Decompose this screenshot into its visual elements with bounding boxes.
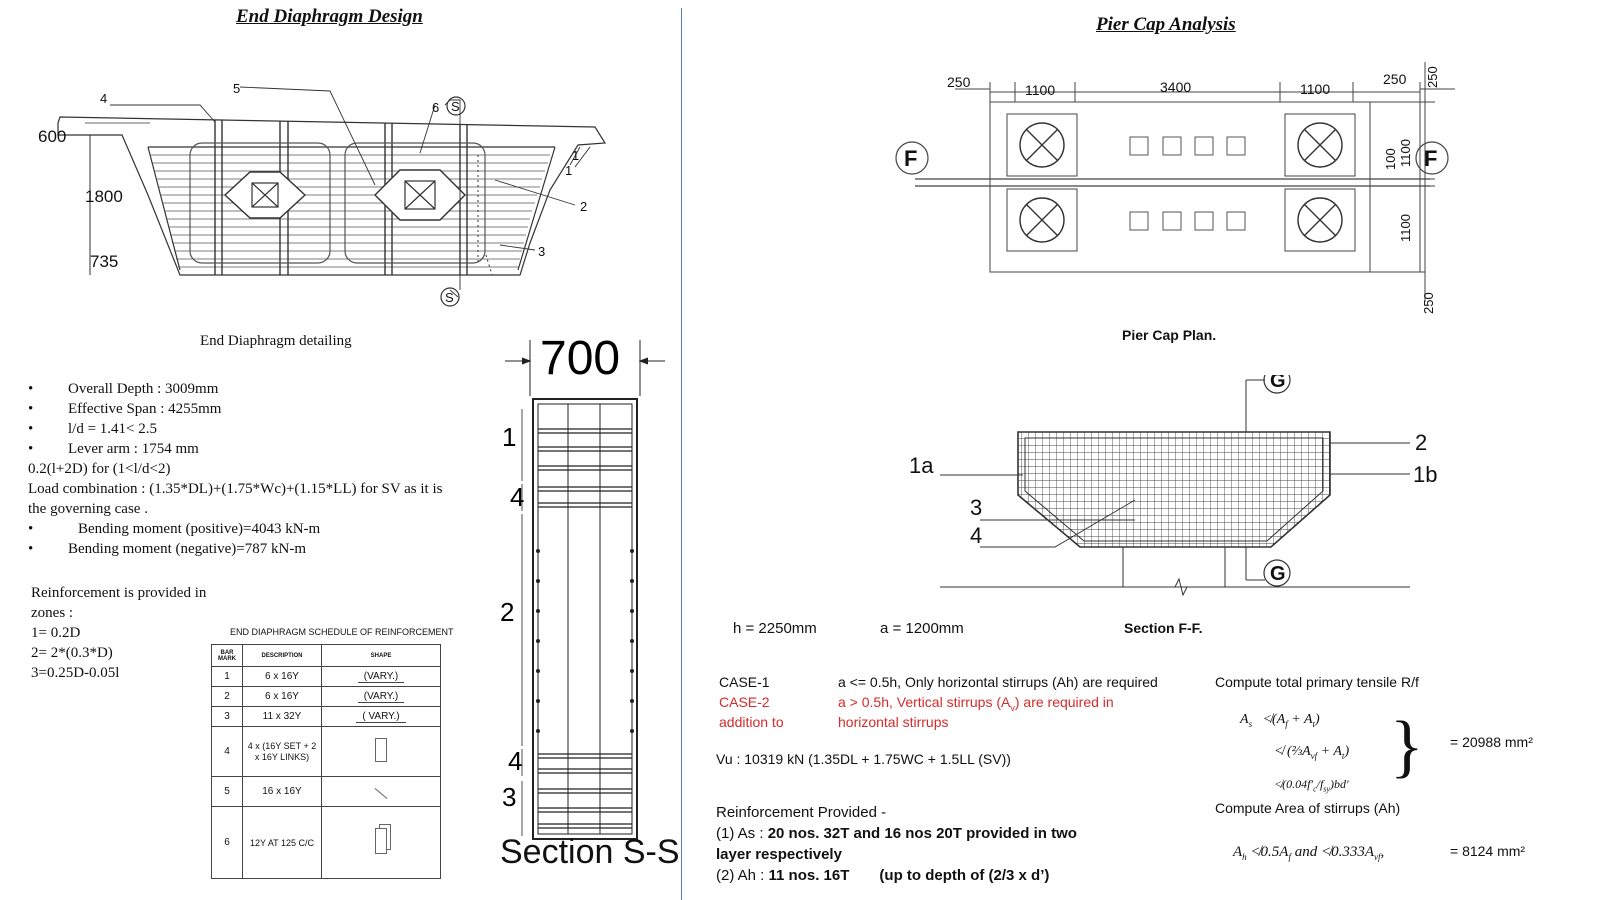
compute-stirrups-heading: Compute Area of stirrups (Ah) [1215, 800, 1401, 816]
case2-text-2: horizontal stirrups [838, 714, 949, 730]
stirrups-formula: Ah ≮0.5Af and ≮0.333Avf, [1233, 844, 1385, 862]
section-label-2: 2 [1415, 430, 1427, 455]
diaphragm-caption: End Diaphragm detailing [200, 333, 352, 349]
section-width-700: 700 [540, 336, 620, 385]
mark-2: 2 [580, 199, 587, 214]
zone-label-1: 1 [502, 422, 516, 452]
zones-block: Reinforcement is provided in zones : 1= … [31, 585, 207, 681]
section-mark-g-top: G [1270, 375, 1286, 392]
brace-icon: } [1390, 708, 1424, 785]
case2-label: CASE-2 [719, 694, 770, 710]
bent-bar-shape-icon [374, 787, 388, 800]
case1-label: CASE-1 [719, 674, 770, 690]
mark-1a: 1 [572, 148, 579, 163]
zone-label-4-top: 4 [510, 482, 524, 512]
section-mark-g-bottom: G [1270, 563, 1286, 585]
section-s-s-drawing: 700 1 4 2 4 3 [500, 336, 665, 840]
header-mark: BAR MARK [211, 644, 243, 667]
panel-divider [681, 8, 682, 900]
pier-cap-plan-drawing: 250 1100 3400 1100 250 250 100 1100 1100… [895, 62, 1455, 314]
mark-6: 6 [432, 100, 439, 115]
mark-4: 4 [100, 91, 107, 106]
dim-735: 735 [90, 252, 118, 271]
pier-cap-title: Pier Cap Analysis [1096, 14, 1236, 35]
case2-text: a > 0.5h, Vertical stirrups (Av) are req… [838, 694, 1114, 713]
section-s-s-caption: Section S-S [500, 833, 680, 871]
plan-dim-250-right: 250 [1383, 71, 1407, 87]
section-label-1a: 1a [909, 453, 934, 478]
bullet-item: •l/d = 1.41< 2.5 [28, 421, 158, 437]
plan-dim-100: 100 [1383, 148, 1398, 170]
mark-1b: 1 [565, 163, 572, 178]
stirrup-shape-icon [375, 828, 387, 854]
zone-label-4-bottom: 4 [508, 746, 522, 776]
plan-dim-250-right-bottom: 250 [1421, 292, 1436, 314]
pier-cap-plan-caption: Pier Cap Plan. [1122, 327, 1217, 343]
case2-label-2: addition to [719, 714, 784, 730]
section-f-f-drawing: 1a 2 1b 3 4 G G [909, 375, 1437, 597]
stirrups-result: = 8124 mm² [1450, 843, 1526, 859]
plan-dim-1100-left: 1100 [1025, 82, 1055, 98]
section-mark-f-right: F [1424, 146, 1437, 171]
a-value: a = 1200mm [880, 620, 964, 637]
note-line: Load combination : (1.35*DL)+(1.75*Wc)+(… [28, 481, 443, 497]
reinforcement-provided: Reinforcement Provided - (1) As : 20 nos… [716, 804, 1077, 884]
plan-dim-250-left: 250 [947, 74, 971, 90]
header-shape: SHAPE [321, 644, 441, 667]
note-line: 0.2(l+2D) for (1<l/d<2) [28, 461, 171, 477]
note-line: the governing case . [28, 501, 148, 517]
design-notes: •Overall Depth : 3009mm •Effective Span … [28, 379, 518, 559]
section-label-1b: 1b [1413, 462, 1437, 487]
plan-dim-1100-right: 1100 [1300, 81, 1330, 97]
dim-600: 600 [38, 127, 66, 146]
h-value: h = 2250mm [733, 620, 817, 637]
section-label-3: 3 [970, 495, 982, 520]
link-shape-icon [375, 738, 387, 762]
plan-dim-250-right-top: 250 [1425, 66, 1440, 88]
header-description: DESCRIPTION [242, 644, 322, 667]
zone-label-2: 2 [500, 597, 514, 627]
mark-s-top: S [451, 99, 460, 114]
plan-dim-3400: 3400 [1160, 79, 1191, 95]
end-diaphragm-title: End Diaphragm Design [236, 6, 423, 27]
bullet-item: •Effective Span : 4255mm [28, 401, 222, 417]
schedule-title: END DIAPHRAGM SCHEDULE OF REINFORCEMENT [230, 627, 454, 637]
primary-tensile-result: = 20988 mm² [1450, 734, 1533, 750]
compute-primary-heading: Compute total primary tensile R/f [1215, 674, 1419, 690]
dim-1800: 1800 [85, 187, 123, 206]
section-mark-f-left: F [904, 146, 917, 171]
zone-label-3: 3 [502, 782, 516, 812]
mark-s-bottom: S [445, 290, 454, 305]
mark-5: 5 [233, 81, 240, 96]
bullet-item: •Overall Depth : 3009mm [28, 381, 219, 397]
plan-dim-1100-right-top: 1100 [1398, 139, 1413, 167]
section-label-4: 4 [970, 523, 982, 548]
mark-3: 3 [538, 244, 545, 259]
bullet-item: •Lever arm : 1754 mm [28, 441, 199, 457]
bullet-item: •Bending moment (positive)=4043 kN-m [28, 521, 321, 537]
section-f-f-caption: Section F-F. [1124, 620, 1203, 636]
end-diaphragm-drawing: 600 1800 735 4 5 6 S S 1 1 2 3 [38, 81, 607, 307]
case1-text: a <= 0.5h, Only horizontal stirrups (Ah)… [838, 674, 1158, 690]
plan-dim-1100-right-bottom: 1100 [1398, 214, 1413, 242]
bullet-item: •Bending moment (negative)=787 kN-m [28, 541, 306, 557]
primary-tensile-formula: As ≮(Af + At) ≮ (⅔Avf + At) ≮(0.04f′c/fs… [1240, 712, 1350, 793]
vu-text: Vu : 10319 kN (1.35DL + 1.75WC + 1.5LL (… [716, 751, 1011, 767]
